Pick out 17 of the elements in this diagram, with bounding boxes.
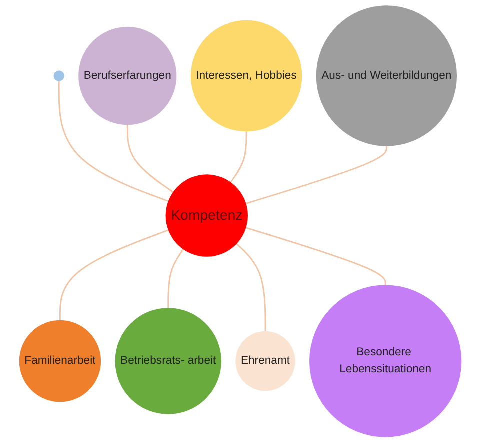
connector bbox=[246, 227, 386, 286]
node-circle: Betriebsrats- arbeit bbox=[115, 308, 222, 414]
connector bbox=[236, 243, 266, 332]
node-circle: Interessen, Hobbies bbox=[190, 20, 302, 132]
node-circle: Ehrenamt bbox=[236, 331, 296, 392]
connector bbox=[58, 81, 169, 202]
connector bbox=[246, 146, 388, 204]
connector bbox=[126, 125, 174, 193]
connector bbox=[60, 230, 169, 320]
connector bbox=[168, 249, 184, 308]
connector bbox=[230, 132, 248, 183]
node-circle: Familienarbeit bbox=[19, 320, 102, 402]
node-circle: Besondere Lebenssituationen bbox=[310, 285, 462, 438]
node-circle: Aus- und Weiterbildungen bbox=[316, 6, 458, 146]
node-circle: Berufserfarungen bbox=[78, 26, 177, 126]
node-circle bbox=[54, 70, 64, 82]
node-circle: Kompetenz bbox=[166, 174, 248, 257]
